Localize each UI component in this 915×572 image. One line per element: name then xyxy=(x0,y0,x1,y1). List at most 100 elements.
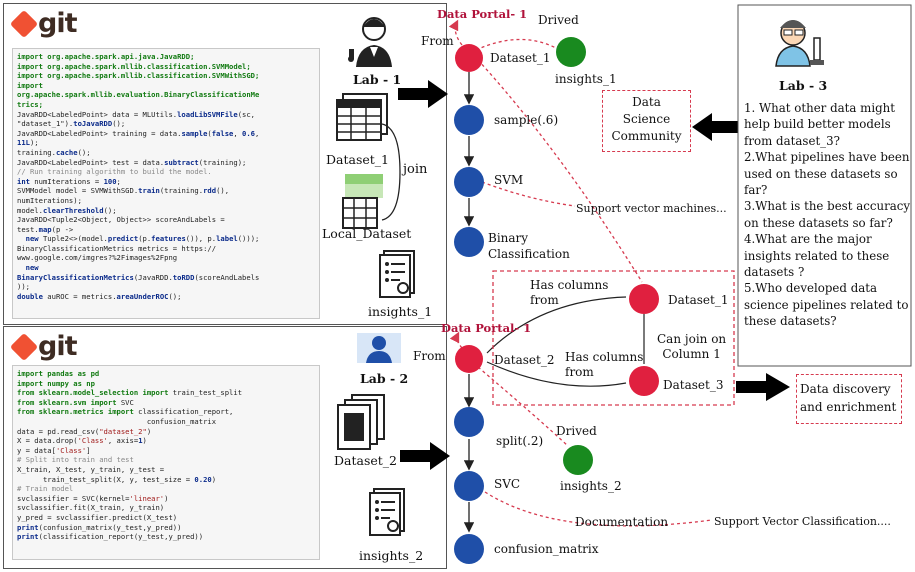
code-line: X = data.drop('Class', axis=1) xyxy=(17,436,315,446)
drived-bottom: Drived xyxy=(556,424,597,438)
document-icon xyxy=(379,250,415,298)
code-token: (p. xyxy=(138,234,152,244)
node-rel-dataset3 xyxy=(629,366,659,396)
code-line: # Split into train and test xyxy=(17,455,315,465)
edge-from-portal xyxy=(448,19,463,46)
split-label: split(.2) xyxy=(496,434,544,448)
lab3-scientist-icon xyxy=(775,20,824,67)
code-line: y_pred = svclassifier.predict(X_test) xyxy=(17,513,315,523)
code-token: (confusion_matrix(y_test,y_pred)) xyxy=(38,522,182,532)
code-token: sample xyxy=(181,128,208,138)
node-insights2 xyxy=(563,445,593,475)
insights1-node-label: insights_1 xyxy=(555,72,617,86)
code-token: label xyxy=(216,234,238,244)
rel-dataset3-label: Dataset_3 xyxy=(663,378,724,392)
code-token: SVC xyxy=(116,397,134,407)
node-binary xyxy=(454,227,484,257)
insights2-node-label: insights_2 xyxy=(560,479,622,493)
code-token: training. xyxy=(17,147,56,157)
code-token: , xyxy=(255,128,260,138)
confusion-label: confusion_matrix xyxy=(494,542,599,556)
edge-hascols-2 xyxy=(486,361,627,387)
insights1-label: insights_1 xyxy=(368,304,433,319)
dataset1-node-label: Dataset_1 xyxy=(490,51,551,65)
question-item: 5.Who developed data science pipelines r… xyxy=(744,281,909,329)
code-token: ( xyxy=(207,128,212,138)
edge-hascols-1 xyxy=(486,296,627,354)
community-box xyxy=(602,90,691,152)
canjoin-label: Can join on Column 1 xyxy=(657,332,727,361)
code-token: auROC = metrics. xyxy=(42,291,117,301)
code-line: print(confusion_matrix(y_test,y_pred)) xyxy=(17,523,315,533)
question-item: 3.What is the best accuracy on these dat… xyxy=(744,199,911,230)
code-token: trics; xyxy=(17,99,43,109)
code-token: (scoreAndLabels xyxy=(194,272,260,282)
code-token: print xyxy=(17,532,39,542)
code-line: svclassifier.fit(X_train, y_train) xyxy=(17,503,315,513)
code-token: # Split into train and test xyxy=(17,455,134,465)
code-line: JavaRDD<LabeledPoint> test = data.subtra… xyxy=(17,158,315,168)
code-token: ()), p. xyxy=(185,234,217,244)
lab3-questions: 1. What other data might help build bett… xyxy=(744,100,910,330)
code-line: org.apache.spark.mllib.evaluation.Binary… xyxy=(17,90,315,100)
dataset2-node-label: Dataset_2 xyxy=(494,353,555,367)
code-token: false xyxy=(211,128,234,138)
code-token: map xyxy=(38,224,52,234)
code-line: www.google.com/imgres?%2Fimages%2Fpng xyxy=(17,253,315,263)
code-token: 0.6 xyxy=(242,128,256,138)
code-token: toRDD xyxy=(172,272,195,282)
from-bottom: From xyxy=(413,349,446,363)
node-rel-dataset1 xyxy=(629,284,659,314)
code-line: svclassifier = SVC(kernel='linear') xyxy=(17,494,315,504)
code-line: from sklearn.svm import SVC xyxy=(17,398,315,408)
big-arrow-lab2 xyxy=(400,442,450,470)
code-token: print xyxy=(17,522,39,532)
code-token: train_test_split xyxy=(168,388,243,398)
code-line: data = pd.read_csv("dataset_2") xyxy=(17,427,315,437)
svc-doc-label: Support Vector Classification.... xyxy=(714,515,891,528)
code-token: numIterations = xyxy=(29,176,104,186)
code-line: import org.apache.spark.api.java.JavaRDD… xyxy=(17,52,315,62)
edge-dataset1-relations xyxy=(477,59,643,283)
code-token: train_test_split(X, y, test_size = xyxy=(17,474,195,484)
code-token: model. xyxy=(17,205,43,215)
edge-from-portal-2 xyxy=(449,331,463,349)
table-icon xyxy=(336,93,388,141)
node-sample xyxy=(454,105,484,135)
code-line: BinaryClassificationMetrics metrics = ht… xyxy=(17,244,315,254)
portal-top: Data Portal- 1 xyxy=(437,7,528,21)
code-token: X = data.drop( xyxy=(17,436,78,446)
code-line: training.cache(); xyxy=(17,148,315,158)
node-confusion xyxy=(454,534,484,564)
code-line: JavaRDD<LabeledPoint> training = data.sa… xyxy=(17,129,315,139)
code-token: JavaRDD<Tuple2<Object, Object>> scoreAnd… xyxy=(17,215,225,225)
code-token: classification_report, xyxy=(133,407,234,417)
drived-top: Drived xyxy=(538,13,579,27)
code-token: rdd xyxy=(203,186,217,196)
code-token: ) xyxy=(164,493,169,503)
code-line: y = data['Class'] xyxy=(17,446,315,456)
git-logo: git xyxy=(9,8,77,39)
code-token: train xyxy=(138,186,160,196)
edge-svm-doc xyxy=(481,181,576,207)
relations-box xyxy=(492,270,735,406)
node-insights1 xyxy=(556,37,586,67)
git-logo-text: git xyxy=(38,8,77,39)
code-line: import org.apache.spark.mllib.classifica… xyxy=(17,71,315,81)
code-token: features xyxy=(151,234,186,244)
code-token: ())); xyxy=(237,234,260,244)
code-token: svclassifier = SVC(kernel= xyxy=(17,493,130,503)
code-token: y = data[ xyxy=(17,445,56,455)
code-token: )); xyxy=(17,282,30,292)
document-icon-2 xyxy=(369,488,405,536)
code-line: test.map(p -> xyxy=(17,225,315,235)
code-line: new Tuple2<>(model.predict(p.features())… xyxy=(17,234,315,244)
code-token: ) xyxy=(211,474,217,484)
node-svm xyxy=(454,167,484,197)
join-brace xyxy=(381,123,401,221)
code-token: from sklearn.metrics import xyxy=(17,407,134,417)
lab2-label: Lab - 2 xyxy=(360,371,409,386)
node-svc xyxy=(454,471,484,501)
node-dataset2 xyxy=(455,345,483,373)
code-token: confusion_matrix xyxy=(17,416,217,426)
